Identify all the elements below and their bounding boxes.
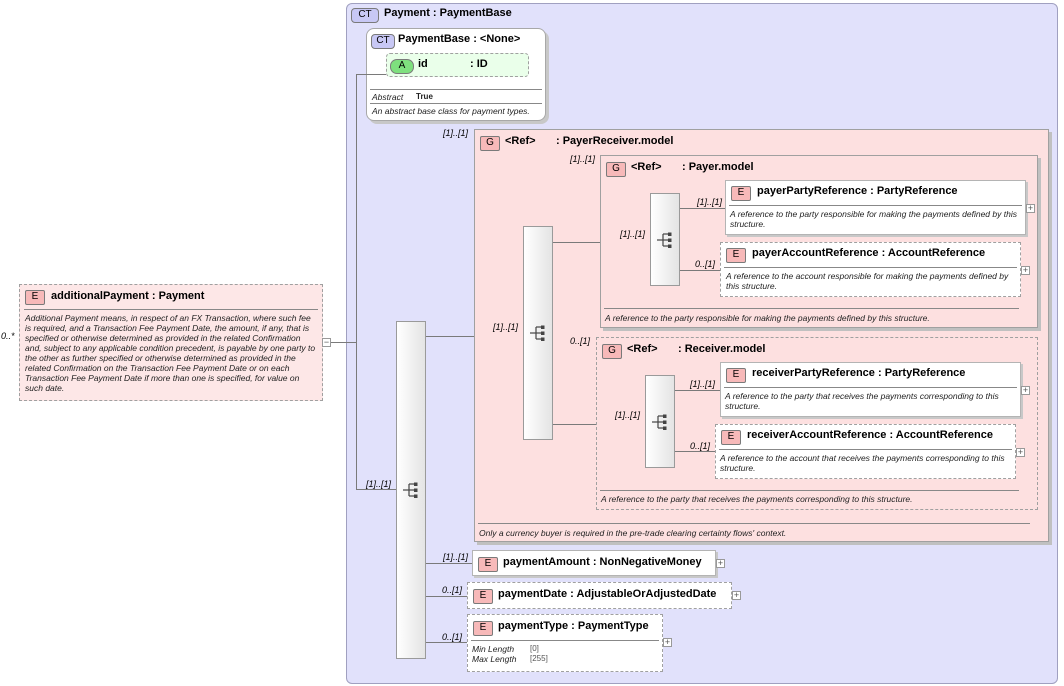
main-sequence-cardinality: [1]..[1]: [366, 479, 392, 489]
payment-date-element: [467, 582, 732, 609]
max-length-label: Max Length: [472, 654, 517, 664]
element-badge: E: [478, 557, 498, 572]
complex-type-badge: CT: [351, 8, 379, 23]
payer-party-cardinality: [1]..[1]: [697, 197, 723, 207]
payer-model-seq-cardinality: [1]..[1]: [620, 229, 646, 239]
payer-account-reference-description: A reference to the account responsible f…: [726, 271, 1009, 291]
receiver-model-description: A reference to the party that receives t…: [601, 494, 913, 504]
element-badge: E: [721, 430, 741, 445]
group-badge: G: [606, 162, 626, 177]
root-collapse-button[interactable]: −: [322, 337, 331, 347]
group-badge: G: [602, 344, 622, 359]
payer-model-cardinality: [1]..[1]: [570, 154, 596, 164]
receiver-party-cardinality: [1]..[1]: [690, 379, 716, 389]
payer-model-description: A reference to the party responsible for…: [605, 313, 930, 323]
root-element-box: [19, 284, 323, 401]
payer-account-expand-button[interactable]: +: [1021, 265, 1030, 275]
root-cardinality: 0..*: [1, 331, 15, 341]
receiver-account-reference-description: A reference to the account that receives…: [720, 453, 1005, 473]
max-length-value: [255]: [530, 654, 548, 663]
payment-amount-expand-button[interactable]: +: [716, 558, 725, 568]
payer-receiver-title: : PayerReceiver.model: [556, 135, 674, 147]
sequence-icon: [652, 414, 667, 430]
payment-type-expand-button[interactable]: +: [663, 637, 672, 647]
element-badge: E: [726, 368, 746, 383]
payment-amount-element: [472, 550, 716, 576]
sequence-icon: [403, 482, 418, 498]
receiver-model-seq-cardinality: [1]..[1]: [615, 410, 641, 420]
attribute-name: id: [418, 58, 428, 70]
receiver-party-expand-button[interactable]: +: [1021, 385, 1030, 395]
payer-receiver-seq-cardinality: [1]..[1]: [493, 322, 519, 332]
payment-date-cardinality: 0..[1]: [442, 585, 463, 595]
receiver-account-cardinality: 0..[1]: [690, 441, 711, 451]
payment-type-title: Payment : PaymentBase: [384, 7, 512, 19]
payer-model-ref: <Ref>: [631, 161, 662, 173]
receiver-party-reference-element: [720, 362, 1021, 417]
payment-type-cardinality: 0..[1]: [442, 632, 463, 642]
receiver-party-reference-title: receiverPartyReference : PartyReference: [752, 367, 966, 379]
receiver-model-ref: <Ref>: [627, 343, 658, 355]
payer-receiver-ref: <Ref>: [505, 135, 536, 147]
receiver-model-title: : Receiver.model: [678, 343, 766, 355]
min-length-value: [0]: [530, 644, 539, 653]
attribute-type: : ID: [470, 58, 488, 70]
payer-account-reference-element: [720, 242, 1021, 297]
receiver-account-reference-element: [715, 424, 1016, 479]
payment-base-title: PaymentBase : <None>: [398, 33, 521, 45]
abstract-value: True: [416, 92, 433, 101]
receiver-model-cardinality: 0..[1]: [570, 336, 591, 346]
element-badge: E: [726, 248, 746, 263]
element-badge: E: [731, 186, 751, 201]
payment-amount-cardinality: [1]..[1]: [443, 552, 469, 562]
payment-type-title: paymentType : PaymentType: [498, 620, 649, 632]
attribute-badge: A: [390, 59, 414, 74]
payment-base-badge: CT: [371, 34, 395, 49]
sequence-icon: [530, 325, 545, 341]
payer-account-reference-title: payerAccountReference : AccountReference: [752, 247, 986, 259]
payer-party-reference-title: payerPartyReference : PartyReference: [757, 185, 958, 197]
payer-party-expand-button[interactable]: +: [1026, 203, 1035, 213]
root-element-title: additionalPayment : Payment: [51, 290, 205, 302]
receiver-party-reference-description: A reference to the party that receives t…: [725, 391, 999, 411]
payer-model-title: : Payer.model: [682, 161, 754, 173]
root-element-badge: E: [25, 290, 45, 305]
payer-receiver-description: Only a currency buyer is required in the…: [479, 528, 787, 538]
receiver-account-reference-title: receiverAccountReference : AccountRefere…: [747, 429, 993, 441]
min-length-label: Min Length: [472, 644, 515, 654]
payer-party-reference-description: A reference to the party responsible for…: [730, 209, 1017, 229]
payment-base-description: An abstract base class for payment types…: [372, 106, 530, 116]
payer-party-reference-element: [725, 180, 1026, 235]
payment-date-title: paymentDate : AdjustableOrAdjustedDate: [498, 588, 717, 600]
element-badge: E: [473, 589, 493, 604]
payment-date-expand-button[interactable]: +: [732, 590, 741, 600]
element-badge: E: [473, 621, 493, 636]
payer-receiver-cardinality: [1]..[1]: [443, 128, 469, 138]
payer-account-cardinality: 0..[1]: [695, 259, 716, 269]
sequence-icon: [657, 232, 672, 248]
root-element-description: Additional Payment means, in respect of …: [25, 313, 316, 393]
abstract-label: Abstract: [372, 92, 404, 102]
payment-type-element: [467, 614, 663, 672]
receiver-account-expand-button[interactable]: +: [1016, 447, 1025, 457]
group-badge: G: [480, 136, 500, 151]
payment-amount-title: paymentAmount : NonNegativeMoney: [503, 556, 702, 568]
